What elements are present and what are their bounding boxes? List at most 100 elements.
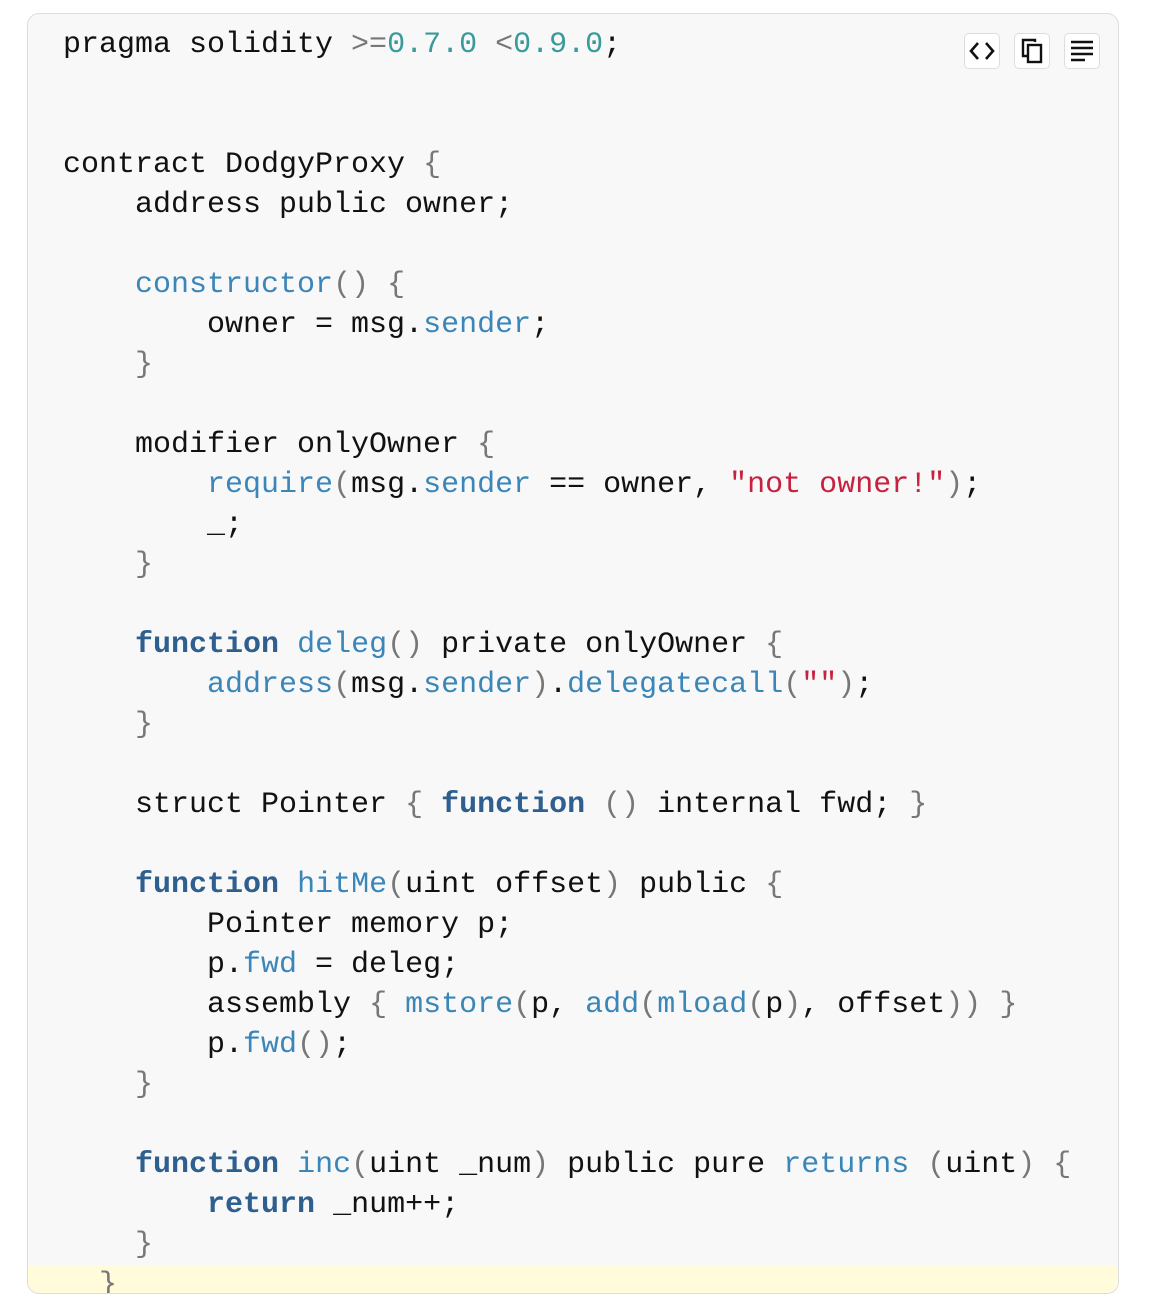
code-token: () [297,1028,334,1062]
code-token: msg. [351,468,424,502]
code-token [387,988,405,1022]
code-token: ) [783,988,802,1022]
code-token [63,1188,207,1222]
code-line: return _num++; [28,1185,1118,1225]
code-line: contract DodgyProxy { [28,145,1118,185]
code-token: fwd [243,948,298,982]
code-token: { [477,428,496,462]
code-line: address(msg.sender).delegatecall(""); [28,665,1118,705]
code-token: "not owner!" [729,468,946,502]
copy-button[interactable] [1014,33,1050,69]
code-token [63,1228,135,1262]
code-token: private onlyOwner [423,628,766,662]
code-token: p. [63,948,244,982]
code-token: mstore [405,988,514,1022]
view-source-button[interactable] [964,33,1000,69]
code-token [981,988,999,1022]
code-token: } [135,348,154,382]
code-line: } [28,1065,1118,1105]
code-line: constructor() { [28,265,1118,305]
code-token: . [549,668,568,702]
code-token: } [135,708,154,742]
code-token: == owner, [531,468,730,502]
code-token: } [99,1268,118,1294]
code-content: pragma solidity >=0.7.0 <0.9.0; contract… [28,25,1118,1294]
code-token: p [765,988,784,1022]
code-token: } [135,1228,154,1262]
code-token: ; [603,28,622,62]
code-line: function deleg() private onlyOwner { [28,625,1118,665]
code-token: ; [333,1028,352,1062]
code-token [63,1268,99,1293]
code-token: function [135,628,280,662]
code-token [279,1148,297,1182]
code-line: address public owner; [28,185,1118,225]
code-token [1035,1148,1053,1182]
code-line: Pointer memory p; [28,905,1118,945]
code-token: "" [801,668,838,702]
code-token: } [999,988,1018,1022]
code-token [63,268,135,302]
code-token: msg. [351,668,424,702]
code-token [63,1148,135,1182]
code-token: ( [387,868,406,902]
code-token: inc [297,1148,352,1182]
code-line: struct Pointer { function () internal fw… [28,785,1118,825]
code-line: assembly { mstore(p, add(mload(p), offse… [28,985,1118,1025]
code-token: Pointer memory p; [63,908,514,942]
code-token [585,788,603,822]
code-token: 0.7.0 [387,28,478,62]
code-token [909,1148,927,1182]
code-token: p, [531,988,586,1022]
code-token: uint offset [405,868,604,902]
code-token [279,628,297,662]
code-token: address public owner; [63,188,514,222]
code-token: sender [423,468,532,502]
code-token: { [1053,1148,1072,1182]
code-token: hitMe [297,868,388,902]
code-token: sender [423,308,532,342]
code-token: } [135,548,154,582]
code-line: p.fwd = deleg; [28,945,1118,985]
copy-icon [1021,38,1043,64]
code-token [63,708,135,742]
code-line: } [28,1265,1118,1294]
code-token: mload [657,988,748,1022]
code-token: = deleg; [297,948,460,982]
code-token: ) [603,868,622,902]
code-token: ) [1017,1148,1036,1182]
code-line [28,1105,1118,1145]
code-line: } [28,1225,1118,1265]
code-line [28,825,1118,865]
code-token: uint _num [369,1148,532,1182]
code-token: } [909,788,928,822]
code-token: { [765,628,784,662]
code-line: } [28,705,1118,745]
wrap-lines-button[interactable] [1064,33,1100,69]
code-view-icon [969,42,995,60]
code-token: public pure [549,1148,784,1182]
code-line [28,225,1118,265]
code-token: { [369,988,388,1022]
code-token: >= [351,28,388,62]
code-token: ; [963,468,982,502]
code-token: ) [531,668,550,702]
code-line [28,65,1118,105]
code-token [63,548,135,582]
code-token: ( [351,1148,370,1182]
code-token: () { [333,268,406,302]
code-token [63,1068,135,1102]
code-token: public [621,868,766,902]
code-token: function [135,868,280,902]
code-line [28,585,1118,625]
code-line [28,385,1118,425]
code-line: p.fwd(); [28,1025,1118,1065]
code-token: ) [945,468,964,502]
code-token [63,348,135,382]
code-token: owner = msg. [63,308,424,342]
code-token: { [405,788,424,822]
code-token: function [441,788,586,822]
code-token: assembly [63,988,370,1022]
code-token: _; [63,508,244,542]
code-token: internal fwd; [639,788,910,822]
